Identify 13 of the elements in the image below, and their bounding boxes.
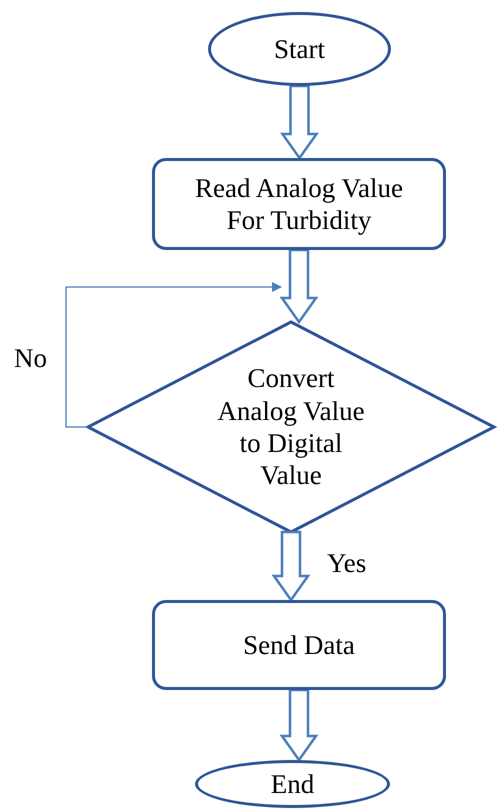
block-arrow <box>280 84 319 160</box>
block-arrow <box>272 530 310 602</box>
node-text: Read Analog Value For Turbidity <box>194 172 404 236</box>
block-arrow <box>280 688 318 762</box>
node-text: Start <box>274 32 325 66</box>
decision-diamond <box>84 320 498 534</box>
node-text: End <box>270 768 314 800</box>
process-box <box>152 158 446 250</box>
node-text: Send Data <box>243 628 355 662</box>
block-arrow <box>280 248 318 324</box>
decision-text: Convert Analog Value to Digital Value <box>216 362 366 492</box>
loop-arrow <box>65 282 282 428</box>
process-box <box>152 600 446 690</box>
